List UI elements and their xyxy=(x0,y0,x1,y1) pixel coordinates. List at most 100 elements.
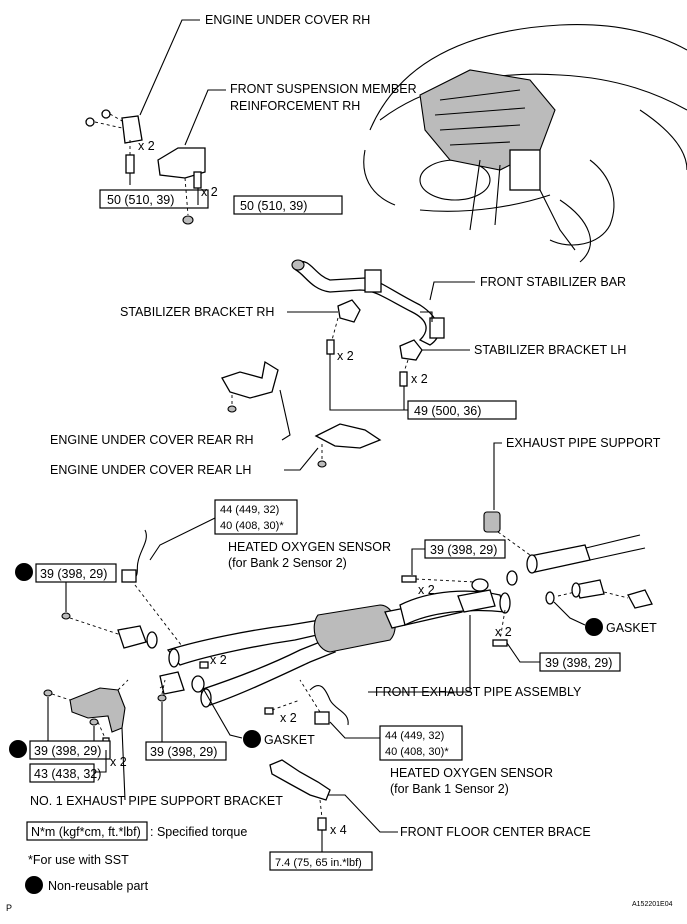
label-gasket-right: GASKET xyxy=(606,621,657,635)
bolt-icon xyxy=(125,154,135,174)
clip-icon xyxy=(101,109,111,119)
bolt-icon xyxy=(401,575,417,583)
footer-mark: P xyxy=(6,903,12,913)
qty-label: x 2 xyxy=(110,755,127,769)
torque-box xyxy=(539,652,621,672)
front-suspension-member-part xyxy=(157,89,226,225)
label-bank2-note: (for Bank 2 Sensor 2) xyxy=(228,556,347,570)
label-heated-oxygen-sensor-b1: HEATED OXYGEN SENSOR xyxy=(390,766,553,780)
torque-value: 44 (449, 32) xyxy=(385,730,444,742)
stabilizer-bracket-lh-part xyxy=(399,339,470,400)
gasket-icon xyxy=(146,631,158,649)
label-front-suspension-member: FRONT SUSPENSION MEMBER xyxy=(230,82,417,96)
label-gasket-mid: GASKET xyxy=(264,733,315,747)
non-reusable-icon xyxy=(243,730,261,748)
torque-value: 39 (398, 29) xyxy=(545,656,612,670)
bushing-icon xyxy=(364,269,382,293)
qty-label: x 2 xyxy=(138,139,155,153)
bolt-icon xyxy=(326,339,335,355)
front-stabilizer-bar-part xyxy=(291,259,475,346)
label-engine-under-cover-rh: ENGINE UNDER COVER RH xyxy=(205,13,370,27)
label-stabilizer-bracket-rh: STABILIZER BRACKET RH xyxy=(120,305,274,319)
nut-icon xyxy=(61,612,71,620)
torque-value: 43 (438, 32) xyxy=(34,767,101,781)
figure-id: A152201E04 xyxy=(632,901,673,908)
engine-under-cover-rear-rh-part xyxy=(221,360,291,441)
bushing-icon xyxy=(429,317,445,339)
nut-icon xyxy=(264,707,274,715)
nut-icon xyxy=(157,694,167,702)
label-front-suspension-member-2: REINFORCEMENT RH xyxy=(230,99,360,113)
nut-icon xyxy=(89,718,99,726)
qty-label: x 2 xyxy=(495,625,512,639)
rubber-support-icon xyxy=(483,511,501,533)
qty-label: x 4 xyxy=(330,823,347,837)
label-front-exhaust-pipe-assembly: FRONT EXHAUST PIPE ASSEMBLY xyxy=(375,685,582,699)
non-reusable-icon xyxy=(25,876,43,894)
torque-box xyxy=(145,741,227,761)
non-reusable-icon xyxy=(15,563,33,581)
clip-icon xyxy=(85,117,95,127)
torque-box xyxy=(214,499,298,535)
gasket-icon xyxy=(545,591,555,605)
qty-label: x 2 xyxy=(411,372,428,386)
torque-box xyxy=(233,195,343,215)
label-no1-exhaust-pipe-support-bracket: NO. 1 EXHAUST PIPE SUPPORT BRACKET xyxy=(30,794,283,808)
nut-icon xyxy=(199,661,209,669)
sensor-icon xyxy=(121,569,137,583)
rear-support-icon xyxy=(627,589,653,609)
nut-icon xyxy=(43,689,53,697)
label-front-stabilizer-bar: FRONT STABILIZER BAR xyxy=(480,275,626,289)
exhaust-pipe-support-part xyxy=(483,442,646,574)
label-bank1-note: (for Bank 1 Sensor 2) xyxy=(390,782,509,796)
non-reusable-icon xyxy=(9,740,27,758)
label-heated-oxygen-sensor-b2: HEATED OXYGEN SENSOR xyxy=(228,540,391,554)
torque-value: 39 (398, 29) xyxy=(40,567,107,581)
torque-value: 44 (449, 32) xyxy=(220,504,279,516)
torque-value: 50 (510, 39) xyxy=(107,193,174,207)
bolt-icon xyxy=(492,639,508,647)
torque-box xyxy=(379,725,463,761)
label-exhaust-pipe-support: EXHAUST PIPE SUPPORT xyxy=(506,436,661,450)
qty-label: x 2 xyxy=(337,349,354,363)
label-front-floor-center-brace: FRONT FLOOR CENTER BRACE xyxy=(400,825,591,839)
label-stabilizer-bracket-lh: STABILIZER BRACKET LH xyxy=(474,343,626,357)
legend-non-reusable: Non-reusable part xyxy=(48,879,149,893)
label-engine-under-cover-rear-lh: ENGINE UNDER COVER REAR LH xyxy=(50,463,251,477)
torque-value: 40 (408, 30)* xyxy=(220,520,284,532)
qty-label: x 2 xyxy=(418,583,435,597)
torque-box xyxy=(35,563,117,583)
clip-icon xyxy=(227,405,237,413)
torque-value: 7.4 (75, 65 in.*lbf) xyxy=(275,857,362,869)
qty-label: x 2 xyxy=(210,653,227,667)
no1-exhaust-pipe-support-bracket-part xyxy=(43,679,167,751)
torque-value: 39 (398, 29) xyxy=(150,745,217,759)
torque-box xyxy=(29,763,95,783)
torque-box xyxy=(407,400,517,420)
engine-under-cover-rear-lh-part xyxy=(284,423,382,471)
sensor-icon xyxy=(314,711,330,725)
qty-label: x 2 xyxy=(201,185,218,199)
clip-icon xyxy=(317,460,327,468)
label-engine-under-cover-rear-rh: ENGINE UNDER COVER REAR RH xyxy=(50,433,254,447)
non-reusable-icon xyxy=(585,618,603,636)
gasket-icon xyxy=(191,675,205,693)
legend-torque-desc: : Specified torque xyxy=(150,825,247,839)
torque-box xyxy=(99,189,209,209)
oxygen-sensor-bank2-part xyxy=(121,529,186,651)
torque-box xyxy=(29,740,111,760)
oxygen-sensor-bank1-part xyxy=(264,679,349,726)
bolt-icon xyxy=(399,371,408,387)
bolt-icon xyxy=(193,171,202,189)
torque-value: 50 (510, 39) xyxy=(240,199,307,213)
legend-sst-note: *For use with SST xyxy=(28,853,129,867)
bolt-icon xyxy=(317,817,327,831)
torque-value: 39 (398, 29) xyxy=(430,543,497,557)
gasket-icon xyxy=(506,570,518,586)
torque-value: 49 (500, 36) xyxy=(414,404,481,418)
torque-value: 40 (408, 30)* xyxy=(385,746,449,758)
front-exhaust-pipe-assembly-part xyxy=(166,578,511,708)
nut-icon xyxy=(182,215,194,225)
